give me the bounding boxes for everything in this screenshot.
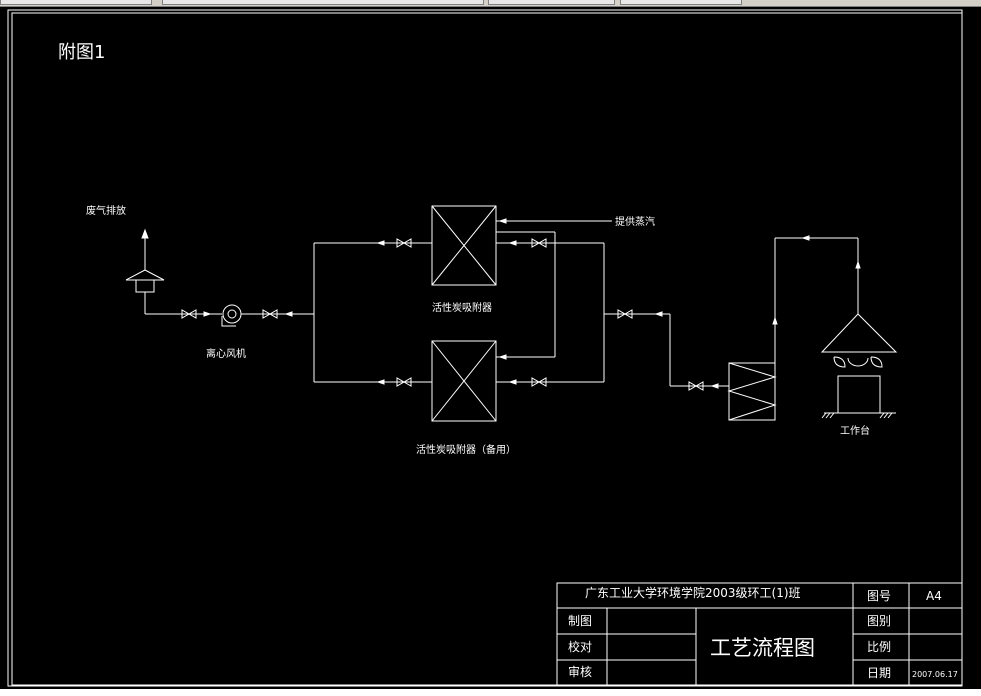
flow-arrow: [376, 379, 385, 385]
label-steam: 提供蒸汽: [615, 215, 655, 228]
title-block-drawing-name: 工艺流程图: [710, 636, 815, 660]
title-block-scale-label: 比例: [867, 640, 891, 654]
flow-arrow: [508, 240, 517, 246]
flow-arrow: [498, 354, 507, 360]
workbench: [821, 375, 896, 419]
title-block-drawing-no-value: A4: [926, 589, 942, 603]
toolbar-field[interactable]: [0, 0, 152, 5]
outer-border: [7, 9, 963, 687]
toolbar-strip: [0, 0, 981, 7]
condenser: [727, 362, 777, 421]
activated-carbon-adsorber-backup: [431, 340, 497, 422]
process-flow-diagram: 附图1 废气排放 离心风机 活性炭吸附器 提供蒸汽 活性炭吸附器（备用） 工作台…: [7, 9, 963, 687]
valve: [531, 377, 547, 387]
label-exhaust: 废气排放: [86, 204, 126, 217]
label-workbench: 工作台: [840, 424, 870, 437]
title-block-drawing-no-label: 图号: [867, 589, 891, 603]
toolbar-field[interactable]: [488, 0, 615, 5]
title-block-checked-label: 校对: [568, 639, 592, 654]
flow-arrow: [376, 240, 385, 246]
centrifugal-fan: [221, 304, 242, 327]
label-adsorber-backup: 活性炭吸附器（备用）: [416, 443, 516, 456]
title-block-date-label: 日期: [867, 666, 891, 680]
title-block-category-label: 图别: [867, 614, 891, 628]
flow-arrow: [801, 235, 810, 241]
title-block: [556, 582, 963, 687]
valve: [688, 381, 704, 391]
inner-border: [11, 12, 963, 686]
valve: [262, 309, 278, 319]
valve: [396, 238, 412, 248]
label-adsorber-main: 活性炭吸附器: [432, 301, 492, 314]
title-block-date-value: 2007.06.17: [912, 670, 958, 679]
flow-arrow: [498, 218, 507, 224]
valve: [531, 238, 547, 248]
flow-arrow: [855, 260, 861, 269]
workbench-hood: [820, 313, 898, 368]
valve: [181, 309, 197, 319]
flow-arrow: [654, 311, 663, 317]
flow-arrow: [508, 379, 517, 385]
toolbar-field[interactable]: [620, 0, 742, 5]
title-block-institution: 广东工业大学环境学院2003级环工(1)班: [585, 585, 801, 600]
drawing-canvas[interactable]: 附图1 废气排放 离心风机 活性炭吸附器 提供蒸汽 活性炭吸附器（备用） 工作台…: [0, 7, 981, 689]
exhaust-stack: [125, 228, 165, 314]
activated-carbon-adsorber-main: [431, 205, 497, 286]
flow-arrow: [203, 311, 212, 317]
label-fan: 离心风机: [206, 347, 246, 360]
toolbar-field[interactable]: [162, 0, 484, 5]
flow-arrow: [710, 383, 719, 389]
valve: [617, 309, 633, 319]
flow-arrow: [772, 316, 778, 325]
title-block-drawn-by-label: 制图: [568, 614, 592, 628]
flow-arrow: [284, 311, 293, 317]
figure-title: 附图1: [58, 42, 105, 63]
valve: [396, 377, 412, 387]
title-block-reviewed-label: 审核: [568, 664, 592, 679]
